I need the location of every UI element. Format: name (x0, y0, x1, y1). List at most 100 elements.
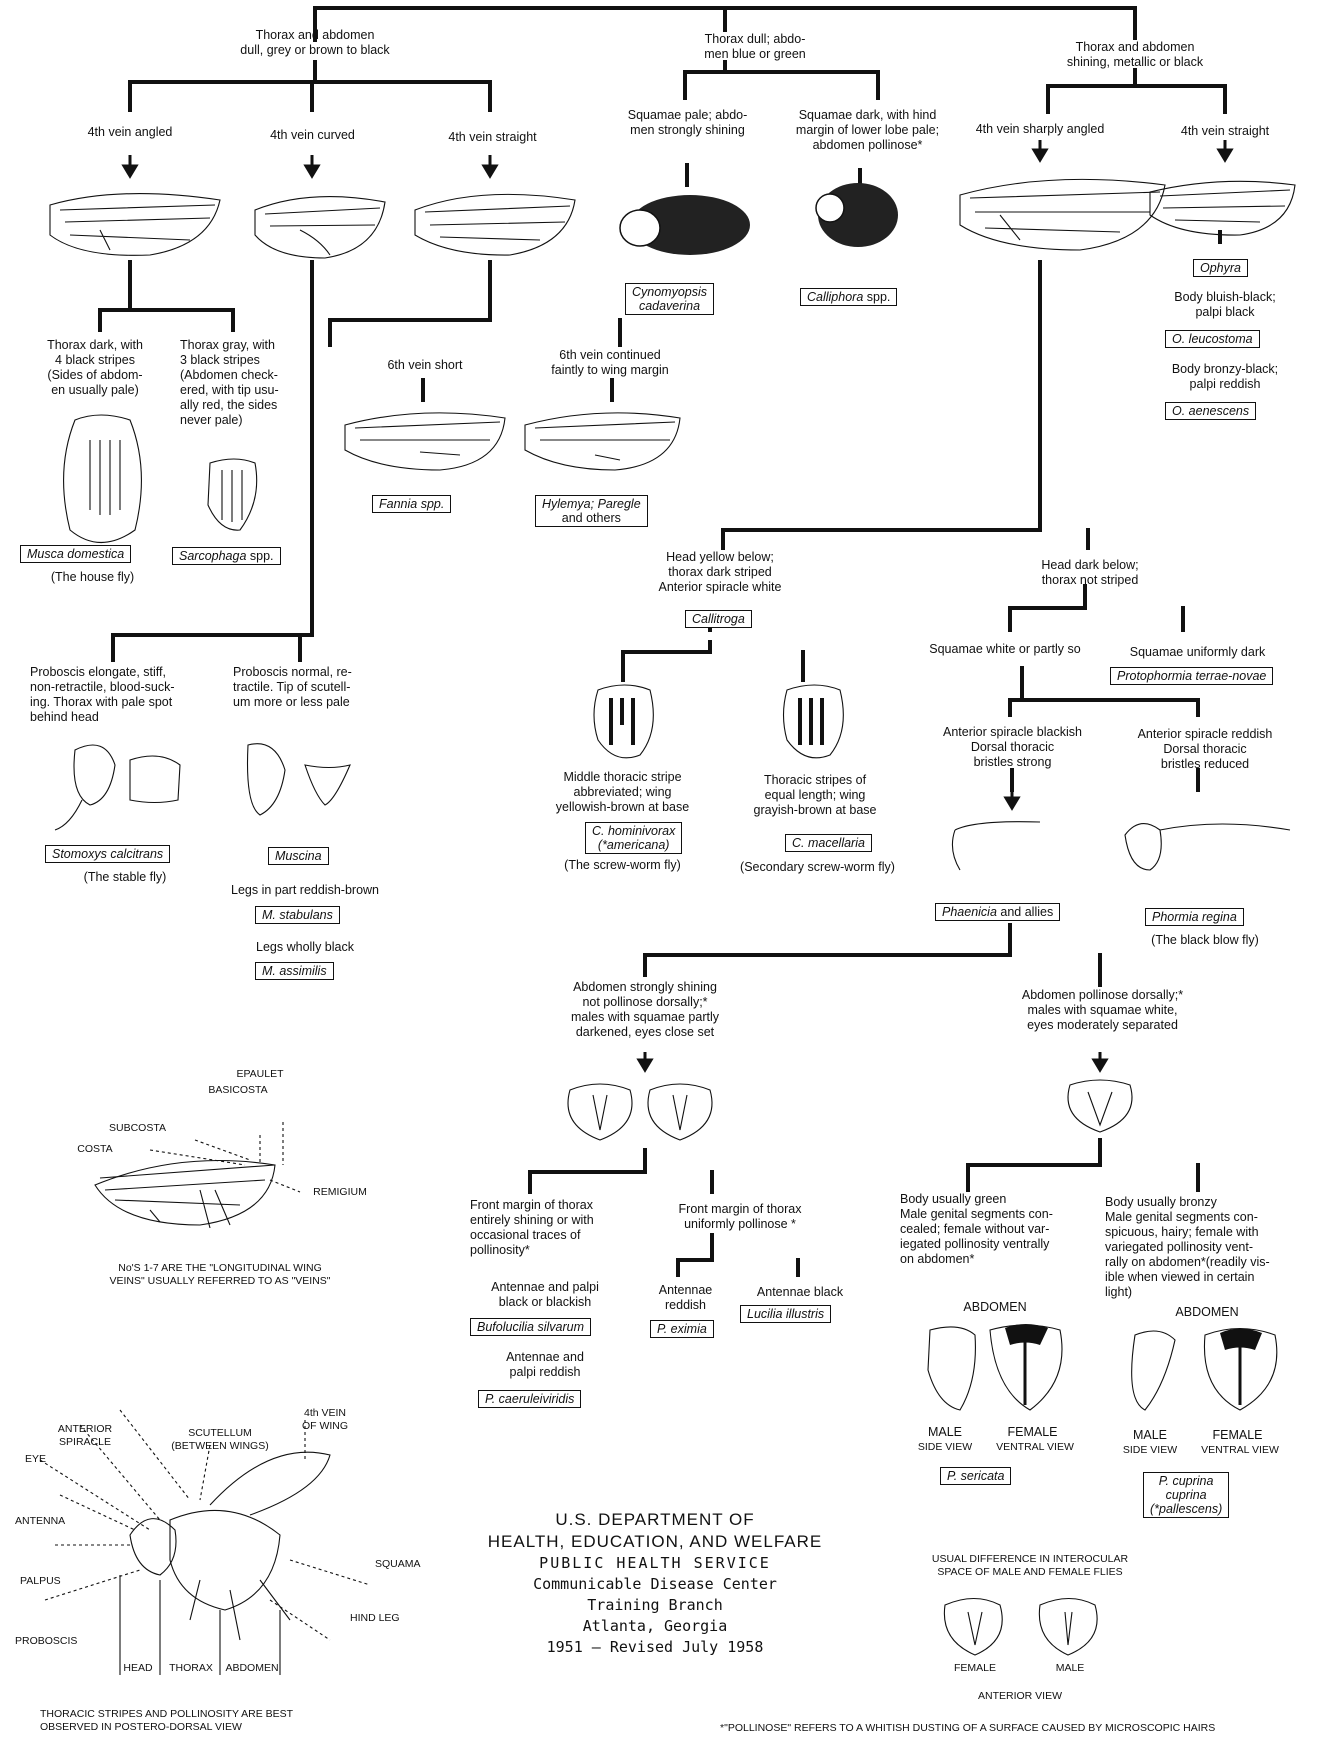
wing-curved-illustration (254, 196, 386, 259)
callitroga-hominivorax-thorax (593, 684, 654, 759)
body-bronzy-desc: Body usually bronzy Male genital segment… (1105, 1195, 1270, 1299)
side-view-2: SIDE VIEW (1122, 1444, 1178, 1456)
vein-straight2-label: 4th vein straight (1180, 124, 1270, 138)
equal-stripes-desc: Thoracic stripes of equal length; wing g… (753, 773, 877, 817)
front-margin-pollinose-desc: Front margin of thorax uniformly pollino… (678, 1202, 802, 1231)
p-cuprina-female-tip (1220, 1328, 1262, 1350)
wing-sharp-illustration (959, 178, 1166, 251)
hind-leg-label: HIND LEG (350, 1612, 400, 1624)
abdomen-shining-desc: Abdomen strongly shining not pollinose d… (571, 980, 719, 1039)
proboscis-label: PROBOSCIS (15, 1635, 78, 1647)
body-green-desc: Body usually green Male genital segments… (900, 1192, 1053, 1266)
sarcophaga-name: Sarcophaga spp. (172, 547, 281, 565)
dept-line-2: HEALTH, EDUCATION, AND WELFARE (487, 1532, 823, 1551)
male-label-2: MALE (1132, 1428, 1168, 1442)
branch-line: Training Branch (587, 1596, 723, 1614)
legs-black-desc: Legs wholly black (256, 940, 354, 954)
cynomyopsis-illustration (619, 195, 750, 255)
vein-sharp-label: 4th vein sharply angled (975, 122, 1105, 136)
p-eximia-name: P. eximia (650, 1320, 714, 1338)
middle-stripe-desc: Middle thoracic stripe abbreviated; wing… (555, 770, 690, 814)
epaulet-label: EPAULET (236, 1068, 284, 1080)
basicosta-label: BASICOSTA (208, 1084, 268, 1096)
muscina-head-illustration (247, 743, 351, 816)
muscina-name: Muscina (268, 847, 329, 865)
phormia-common: (The black blow fly) (1151, 933, 1259, 947)
cdc-line: Communicable Disease Center (533, 1575, 777, 1593)
top-group-metallic: Thorax and abdomen shining, metallic or … (1066, 40, 1204, 69)
thorax-dark-desc: Thorax dark, with 4 black stripes (Sides… (47, 338, 143, 397)
head-yellow-desc: Head yellow below; thorax dark striped A… (658, 550, 782, 594)
wing-fannia-illustration (344, 412, 506, 471)
subcosta-label: SUBCOSTA (109, 1122, 166, 1134)
head-anterior-shining-1 (567, 1083, 633, 1141)
antennae-reddish: Antennae reddish (658, 1283, 713, 1312)
p-cuprina-male-abdomen (1131, 1330, 1176, 1411)
stomoxys-common: (The stable fly) (83, 870, 167, 884)
eye-label: EYE (25, 1453, 47, 1465)
female-label-2: FEMALE (1212, 1428, 1263, 1442)
ophyra-desc-a: Body bluish-black; palpi black (1174, 290, 1276, 319)
calliphora-illustration (815, 183, 898, 247)
side-view-1: SIDE VIEW (917, 1441, 973, 1453)
wing-angled-illustration (49, 193, 221, 256)
spiracle-blackish-desc: Anterior spiracle blackish Dorsal thorac… (943, 725, 1082, 769)
thorax-gray-desc: Thorax gray, with 3 black stripes (Abdom… (180, 338, 279, 427)
p-sericata-male-abdomen (927, 1326, 976, 1411)
p-sericata-name: P. sericata (940, 1467, 1012, 1485)
thorax-label: THORAX (169, 1662, 213, 1674)
calliphora-name: Calliphora spp. (800, 288, 898, 306)
fourth-vein-label: 4th VEIN OF WING (301, 1407, 349, 1432)
vein-straight-label: 4th vein straight (448, 130, 537, 144)
pollinose-footnote: *"POLLINOSE" REFERS TO A WHITISH DUSTING… (720, 1722, 1216, 1734)
m-stabulans-name: M. stabulans (255, 906, 340, 924)
phs-line: PUBLIC HEALTH SERVICE (539, 1554, 771, 1572)
secondary-screwworm-common: (Secondary screw-worm fly) (740, 860, 895, 874)
callitroga-macellaria-thorax (782, 684, 844, 759)
vein-curved-label: 4th vein curved (270, 128, 355, 142)
phaenicia-name: Phaenicia and allies (935, 903, 1061, 921)
interocular-female-head (943, 1597, 1003, 1656)
lucilia-illustris-name: Lucilia illustris (740, 1305, 832, 1323)
sarcophaga-thorax-illustration (207, 458, 258, 531)
date-line: 1951 – Revised July 1958 (546, 1638, 764, 1656)
musca-thorax-illustration (63, 414, 142, 543)
phaenicia-illustration (951, 821, 1041, 871)
squamae-dark-label: Squamae dark, with hind margin of lower … (795, 108, 940, 152)
c-macellaria-name: C. macellaria (785, 834, 872, 852)
cynomyopsis-name: Cynomyopsis cadaverina (625, 283, 715, 315)
p-cuprina-name: P. cuprina cuprina (*pallescens) (1143, 1472, 1230, 1518)
squamae-white-desc: Squamae white or partly so (929, 642, 1081, 656)
vein-angled-label: 4th vein angled (87, 125, 173, 139)
palpus-label: PALPUS (20, 1575, 61, 1587)
head-dark-desc: Head dark below; thorax not striped (1041, 558, 1139, 587)
c-hominivorax-name: C. hominivorax (*americana) (585, 822, 683, 854)
wing-straight-ophyra-illustration (1149, 180, 1296, 236)
sixth-vein-short: 6th vein short (387, 358, 463, 372)
fly-anatomy-diagram (39, 1409, 371, 1675)
thoracic-stripes-note: THORACIC STRIPES AND POLLINOSITY ARE BES… (40, 1708, 294, 1733)
male-label-1: MALE (927, 1425, 963, 1439)
interocular-male-head (1038, 1597, 1098, 1656)
ventral-view-1: VENTRAL VIEW (996, 1441, 1074, 1453)
head-anterior-pollinose (1067, 1079, 1133, 1133)
musca-domestica-name: Musca domestica (20, 545, 132, 563)
ventral-view-2: VENTRAL VIEW (1201, 1444, 1279, 1456)
antennae-black-blackish: Antennae and palpi black or blackish (491, 1280, 599, 1309)
wing-anatomy-diagram (94, 1122, 301, 1229)
proboscis-normal-desc: Proboscis normal, re- tractile. Tip of s… (233, 665, 352, 709)
ophyra-name: Ophyra (1193, 259, 1248, 277)
ophyra-desc-b: Body bronzy-black; palpi reddish (1171, 362, 1279, 391)
proboscis-elongate-desc: Proboscis elongate, stiff, non-retractil… (30, 665, 175, 724)
anterior-view-label: ANTERIOR VIEW (977, 1690, 1062, 1702)
city-line: Atlanta, Georgia (582, 1617, 728, 1635)
interocular-female: FEMALE (953, 1662, 996, 1674)
female-label-1: FEMALE (1007, 1425, 1058, 1439)
top-group-blue-green: Thorax dull; abdo- men blue or green (704, 32, 806, 61)
abdomen-label: ABDOMEN (225, 1662, 279, 1674)
callitroga-name: Callitroga (685, 610, 752, 628)
p-caeruleiviridis-name: P. caeruleiviridis (478, 1390, 582, 1408)
antennae-black: Antennae black (756, 1285, 844, 1299)
m-assimilis-name: M. assimilis (255, 962, 334, 980)
